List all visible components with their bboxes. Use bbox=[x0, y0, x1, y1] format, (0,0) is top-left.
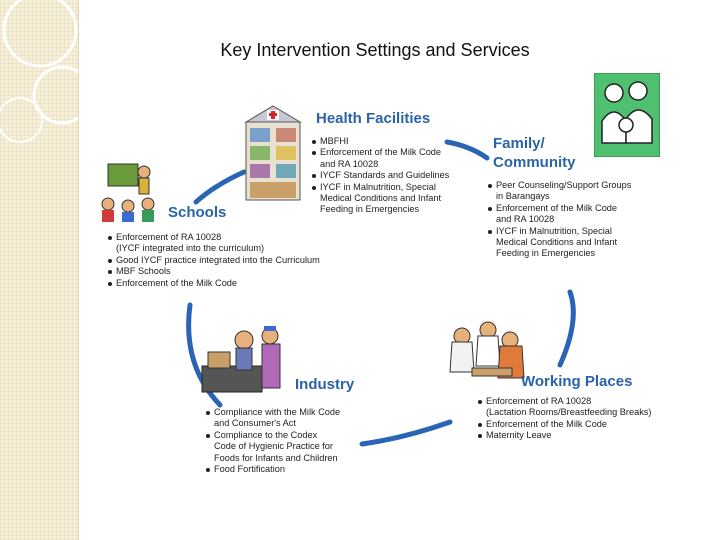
ring-arc-industry-schools bbox=[186, 302, 223, 408]
industry-item: Foods for Infants and Children bbox=[214, 452, 338, 463]
working-item: (Lactation Rooms/Breastfeeding Breaks) bbox=[486, 407, 652, 418]
family-community-heading-line2: Community bbox=[493, 154, 576, 171]
schools-item: Enforcement of RA 10028 bbox=[108, 232, 320, 243]
family-community-list: Peer Counseling/Support Groups in Barang… bbox=[488, 180, 631, 260]
hospital-building-icon bbox=[244, 105, 302, 201]
health-item: Feeding in Emergencies bbox=[320, 204, 420, 215]
working-places-list: Enforcement of RA 10028 (Lactation Rooms… bbox=[478, 396, 651, 442]
schools-list: Enforcement of RA 10028 (IYCF integrated… bbox=[108, 232, 320, 289]
industry-item: and Consumer's Act bbox=[214, 418, 296, 429]
factory-workers-icon bbox=[201, 326, 281, 393]
schools-item: (IYCF integrated into the curriculum) bbox=[116, 243, 265, 254]
family-item: and RA 10028 bbox=[496, 214, 555, 225]
classroom-icon bbox=[101, 163, 155, 222]
schools-item: MBF Schools bbox=[108, 266, 320, 277]
working-item: Maternity Leave bbox=[478, 430, 651, 441]
working-item: Enforcement of the Milk Code bbox=[478, 419, 651, 430]
industry-item: Compliance with the Milk Code bbox=[206, 407, 340, 418]
health-item: MBFHI bbox=[312, 136, 449, 147]
family-item: Enforcement of the Milk Code bbox=[488, 203, 631, 214]
health-facilities-heading: Health Facilities bbox=[316, 110, 431, 127]
decorative-circles bbox=[0, 0, 78, 143]
ring-arc-schools-health bbox=[193, 169, 247, 205]
ring-arc-health-family bbox=[444, 139, 490, 161]
health-facilities-list: MBFHI Enforcement of the Milk Code and R… bbox=[312, 136, 449, 216]
health-item: IYCF in Malnutrition, Special bbox=[312, 182, 449, 193]
health-item: and RA 10028 bbox=[320, 158, 379, 169]
schools-item: Good IYCF practice integrated into the C… bbox=[108, 255, 320, 266]
family-item: Feeding in Emergencies bbox=[496, 248, 596, 259]
family-icon bbox=[594, 73, 660, 157]
family-item: Peer Counseling/Support Groups bbox=[488, 180, 631, 191]
health-item: Enforcement of the Milk Code bbox=[312, 147, 449, 158]
ring-arc-working-industry bbox=[359, 419, 453, 447]
family-community-heading: Family/ Community bbox=[493, 134, 576, 172]
working-item: Enforcement of RA 10028 bbox=[478, 396, 651, 407]
family-item: IYCF in Malnutrition, Special bbox=[488, 226, 631, 237]
ring-arc-family-working bbox=[557, 289, 576, 368]
office-workers-icon bbox=[449, 321, 525, 379]
family-item: Medical Conditions and Infant bbox=[496, 237, 618, 248]
industry-item: Compliance to the Codex bbox=[206, 430, 340, 441]
industry-list: Compliance with the Milk Code and Consum… bbox=[206, 407, 340, 475]
family-community-heading-line1: Family/ bbox=[493, 135, 545, 152]
family-item: in Barangays bbox=[496, 191, 550, 202]
health-item: Medical Conditions and Infant bbox=[320, 193, 442, 204]
working-places-heading: Working Places bbox=[521, 373, 633, 390]
page-title: Key Intervention Settings and Services bbox=[220, 40, 530, 60]
decorative-side-strip bbox=[0, 0, 79, 540]
health-item: IYCF Standards and Guidelines bbox=[312, 170, 449, 181]
industry-item: Code of Hygienic Practice for bbox=[214, 441, 333, 452]
schools-heading: Schools bbox=[168, 204, 227, 221]
schools-item: Enforcement of the Milk Code bbox=[108, 278, 320, 289]
industry-heading: Industry bbox=[295, 376, 355, 393]
industry-item: Food Fortification bbox=[206, 464, 340, 475]
